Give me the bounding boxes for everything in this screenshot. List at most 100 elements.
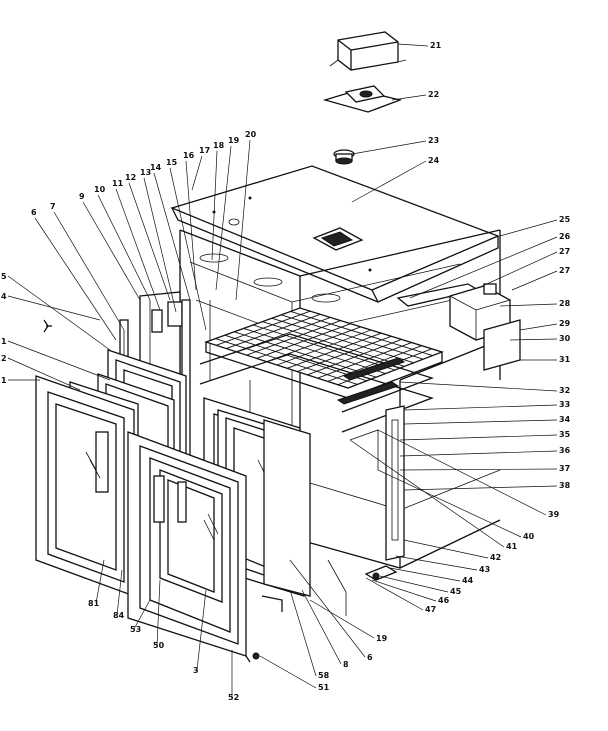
callout-labels: 21 22 23 24 25 26 27 27 28 29 30 31 32 3… <box>1 41 571 702</box>
callout-3: 3 <box>193 666 199 675</box>
leader-line <box>499 303 558 307</box>
leader-lines <box>7 43 558 697</box>
callout-39: 39 <box>548 510 560 519</box>
callout-21: 21 <box>430 41 442 50</box>
callout-37: 37 <box>559 464 570 473</box>
rack-wire <box>290 310 433 357</box>
callout-14: 14 <box>150 163 162 172</box>
leader-line <box>397 43 429 47</box>
rack-wire <box>271 317 414 364</box>
callout-45: 45 <box>450 587 462 596</box>
leader-line <box>215 145 232 291</box>
callout-23: 23 <box>428 136 439 145</box>
right-components <box>349 283 521 581</box>
leader-line <box>82 201 141 301</box>
callout-4: 4 <box>1 292 7 301</box>
part-bracket-22 <box>322 85 403 113</box>
leader-line <box>153 172 191 301</box>
part-box-21 <box>329 31 407 71</box>
callout-51: 51 <box>318 683 330 692</box>
callout-53: 53 <box>130 625 141 634</box>
callout-81: 81 <box>88 599 100 608</box>
rack-wire <box>215 338 358 385</box>
leader-line <box>133 599 151 630</box>
leader-line <box>351 140 427 155</box>
leader-line <box>377 429 547 516</box>
leader-line <box>351 160 427 203</box>
leader-line <box>34 217 117 341</box>
leader-line <box>379 575 449 593</box>
callout-32: 32 <box>559 386 570 395</box>
callout-18: 18 <box>213 141 225 150</box>
leader-line <box>377 469 522 538</box>
leader-line <box>289 589 317 677</box>
leader-line <box>128 182 171 301</box>
callout-40: 40 <box>523 532 535 541</box>
leader-line <box>97 194 151 301</box>
leader-line <box>7 357 81 391</box>
leader-line <box>53 211 125 331</box>
callout-26: 26 <box>559 232 571 241</box>
leader-line <box>169 167 207 331</box>
callout-12: 12 <box>125 173 136 182</box>
front-door <box>127 431 260 663</box>
callout-19: 19 <box>228 136 240 145</box>
callout-15: 15 <box>166 158 178 167</box>
callout-25: 25 <box>559 215 571 224</box>
callout-1: 1 <box>1 337 7 346</box>
leader-line <box>116 569 123 616</box>
callout-20: 20 <box>245 130 257 139</box>
callout-38: 38 <box>559 481 571 490</box>
callout-42: 42 <box>490 553 501 562</box>
callout-16: 16 <box>183 151 195 160</box>
callout-6: 6 <box>367 653 373 662</box>
leader-line <box>399 381 558 392</box>
leader-line <box>409 236 558 299</box>
leader-line <box>509 338 558 341</box>
callout-46: 46 <box>438 596 450 605</box>
rack-wire <box>252 324 396 371</box>
callout-7: 7 <box>50 202 56 211</box>
top-panel <box>170 165 500 303</box>
callout-17: 17 <box>199 146 210 155</box>
leader-line <box>499 219 558 237</box>
callout-19: 19 <box>376 634 388 643</box>
callout-30: 30 <box>559 334 571 343</box>
callout-8: 8 <box>343 660 349 669</box>
leader-line <box>391 94 427 101</box>
leader-line <box>519 323 558 331</box>
callout-41: 41 <box>506 542 518 551</box>
leader-line <box>143 177 177 313</box>
callout-47: 47 <box>425 605 436 614</box>
leader-line <box>389 567 461 582</box>
callout-33: 33 <box>559 400 570 409</box>
leader-line <box>235 139 251 301</box>
leader-line <box>477 251 558 289</box>
rack-wire <box>281 314 424 360</box>
rack-wire <box>224 334 367 382</box>
leader-line <box>399 450 558 457</box>
leader-line <box>399 434 558 441</box>
leader-line <box>7 295 101 321</box>
leader-line <box>309 599 375 639</box>
oven-rack-grid <box>199 307 444 433</box>
callout-10: 10 <box>94 185 106 194</box>
callout-84: 84 <box>113 611 125 620</box>
callout-58: 58 <box>318 671 330 680</box>
leader-line <box>403 485 558 491</box>
callout-50: 50 <box>153 641 165 650</box>
callout-1: 1 <box>1 376 7 385</box>
leader-line <box>395 555 478 571</box>
rack-wire <box>243 327 386 375</box>
callout-36: 36 <box>559 446 571 455</box>
leader-line <box>403 539 489 559</box>
callout-6: 6 <box>31 208 37 217</box>
leader-line <box>511 270 558 291</box>
callout-52: 52 <box>228 693 239 702</box>
leader-line <box>156 579 161 646</box>
leader-line <box>289 559 366 658</box>
callout-34: 34 <box>559 415 571 424</box>
callout-5: 5 <box>1 272 7 281</box>
leader-line <box>185 160 197 291</box>
callout-24: 24 <box>428 156 440 165</box>
